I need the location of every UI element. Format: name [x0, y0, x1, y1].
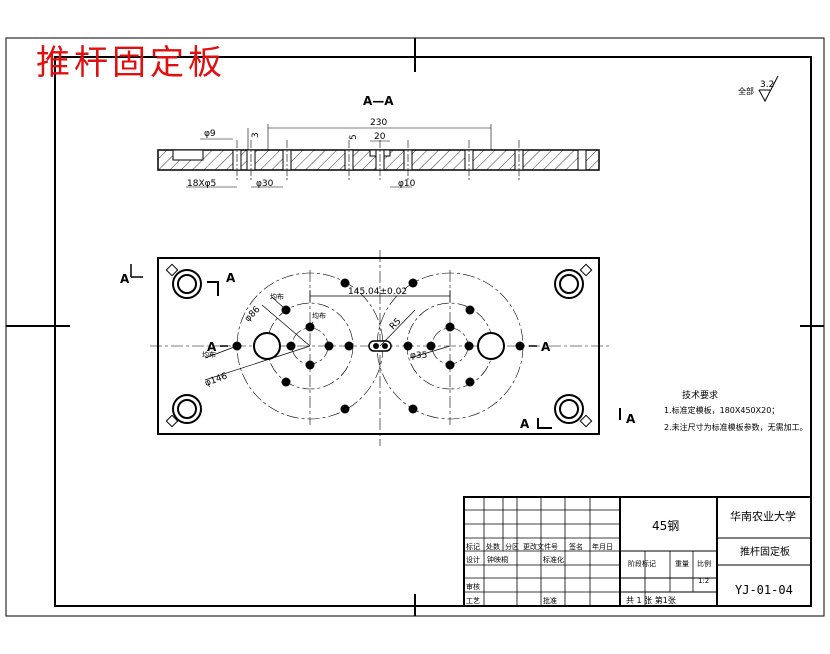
dim-counterbore: φ30: [256, 179, 274, 189]
outer-frame: [5, 37, 825, 617]
dim-overall-length: 230: [370, 118, 387, 128]
roughness-check-icon: [758, 75, 779, 103]
dim-dia-35: φ35: [410, 351, 427, 361]
centering-marks: [6, 38, 824, 616]
tb-rev-count: 处数: [486, 542, 500, 551]
dim-hole-count: 18Xφ5: [187, 179, 216, 189]
section-mark-6: A: [626, 412, 636, 426]
roughness-symbol: 全部 3.2: [738, 75, 779, 103]
tb-approve: 批准: [543, 596, 557, 605]
title-block: [463, 496, 812, 607]
section-view: 230 φ9 3 5 20 18Xφ5 φ30 φ10: [157, 118, 600, 189]
tb-stage-mark: 阶段标记: [628, 559, 656, 568]
section-mark-4: A: [541, 340, 551, 354]
tb-scale-label: 比例: [697, 559, 711, 568]
tb-weight: 重量: [675, 560, 689, 568]
dim-dia-146: φ146: [204, 371, 229, 388]
roughness-value: 3.2: [760, 80, 774, 90]
section-title: A—A: [363, 94, 394, 108]
section-mark-5: A: [520, 417, 530, 431]
tb-organization: 华南农业大学: [730, 509, 796, 523]
tb-sheets: 共 1 张 第1张: [626, 595, 676, 605]
tb-design-name: 钟映桐: [487, 555, 508, 564]
inner-frame: [54, 56, 812, 607]
tb-rev-file: 更改文件号: [523, 542, 558, 551]
note-pattern-2: 均布: [312, 311, 326, 320]
roughness-prefix: 全部: [738, 86, 754, 96]
tb-material: 45钢: [652, 519, 679, 533]
tb-design-label: 设计: [466, 555, 480, 564]
tech-item-2: 2.未注尺寸为标准模板参数，无需加工。: [664, 422, 808, 432]
section-mark-1: A: [120, 272, 130, 286]
dim-dia-86: φ86: [243, 305, 263, 325]
tech-item-1: 1.标准定模板，180X450X20；: [664, 405, 779, 415]
tech-title: 技术要求: [682, 389, 718, 401]
tb-standardization: 标准化: [543, 555, 564, 564]
dim-slot-depth: 5: [349, 134, 359, 140]
tb-drawing-number: YJ-01-04: [735, 583, 793, 597]
tb-part-name: 推杆固定板: [740, 545, 790, 558]
title-block-text: 45钢 华南农业大学 推杆固定板 YJ-01-04 标记 处数 分区 更改文件号…: [466, 509, 796, 605]
tb-rev-sign: 签名: [569, 542, 583, 551]
dim-step-depth: 3: [251, 132, 261, 138]
note-pattern-3: 均布: [202, 350, 216, 359]
tb-rev-zone: 分区: [505, 542, 519, 551]
dim-radius: R5: [388, 317, 404, 333]
plan-view: 145.04±0.02 R5 φ86 φ146 φ35 均布 均布 均布 A A…: [120, 250, 636, 446]
header-title: 推杆固定板: [36, 43, 226, 83]
tb-review: 审核: [466, 582, 480, 591]
dim-center-distance: 145.04±0.02: [348, 287, 407, 297]
tb-rev-date: 年月日: [592, 542, 613, 551]
section-mark-2: A: [226, 271, 236, 285]
tb-scale-value: 1:2: [698, 577, 709, 585]
tech-requirements: 技术要求 1.标准定模板，180X450X20； 2.未注尺寸为标准模板参数，无…: [664, 389, 808, 432]
dim-hole-dia-left: φ9: [204, 129, 216, 139]
tb-process: 工艺: [466, 597, 480, 605]
tb-rev-mark: 标记: [466, 542, 480, 551]
dim-slot-width: 20: [374, 132, 386, 142]
note-pattern-1: 均布: [270, 292, 284, 301]
section-mark-3: A: [207, 340, 217, 354]
dim-bottom-dia: φ10: [398, 179, 416, 189]
